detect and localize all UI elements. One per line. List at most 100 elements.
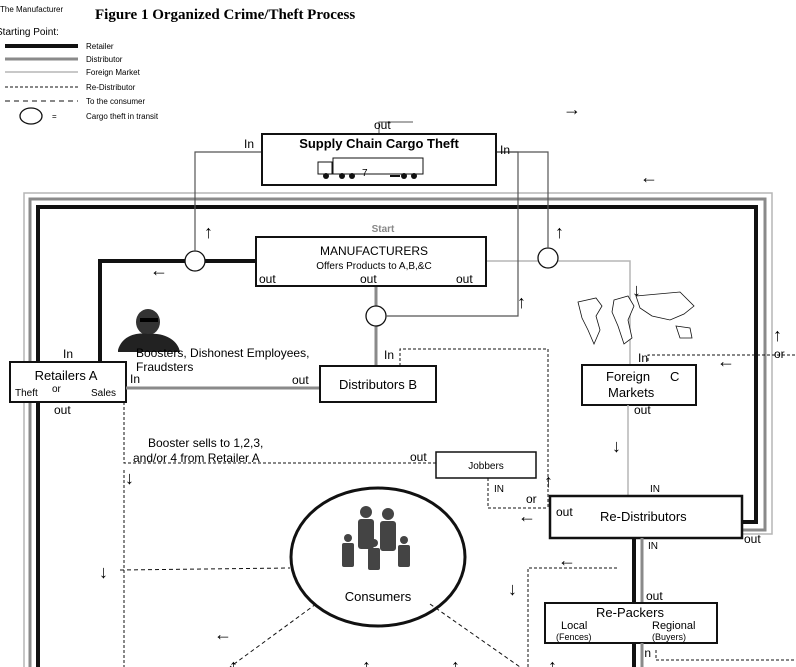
retailers-in-right: In <box>130 372 140 386</box>
foreign-in-dash <box>647 354 796 361</box>
arrow-left-redistrib: ← <box>558 550 576 570</box>
arrow-down-c: ↓ <box>632 280 641 300</box>
booster-sells-line-1: Booster sells to 1,2,3, <box>148 436 263 450</box>
repackers-in-dash <box>655 650 796 661</box>
repackers-regional: Regional <box>652 620 695 632</box>
retailers-box <box>9 361 127 403</box>
or-right-edge: or <box>774 347 785 361</box>
manufacturers-title: MANUFACTURERS <box>320 244 428 258</box>
mfr-out-right: out <box>456 272 473 286</box>
retailers-out: out <box>54 403 71 417</box>
redistributors-in-bottom: IN <box>648 541 658 552</box>
jobbers-box <box>435 451 537 479</box>
arrow-left-jobbers: ← <box>518 506 536 526</box>
arrow-up-bottom-3: ↑ <box>451 656 460 667</box>
legend-consumer-label: To the consumer <box>86 97 145 106</box>
consumer-ray-1 <box>229 603 317 667</box>
repackers-buyers: (Buyers) <box>652 632 686 642</box>
arrow-up-c: ↑ <box>555 222 564 242</box>
legend-circle-equals: = <box>52 112 57 121</box>
or-jobbers: or <box>526 492 537 506</box>
cargo-theft-circle-c-icon <box>537 247 559 269</box>
legend-distributor-label: Distributor <box>86 55 123 64</box>
retailers-theft: Theft <box>15 388 38 399</box>
world-map-icon <box>577 291 695 346</box>
legend-cargo-label: Cargo theft in transit <box>86 112 159 121</box>
redistributors-in-top: IN <box>650 484 660 495</box>
jobbers-dash <box>487 478 548 509</box>
legend: The Manufacturer Starting Point: Retaile… <box>0 5 159 125</box>
truck-mark: 7 <box>362 168 368 179</box>
arrow-up-bottom-4: ↑ <box>548 656 557 667</box>
arrow-left-right-edge: ← <box>717 351 735 371</box>
mfr-to-foreign-line <box>486 260 631 365</box>
distributors-box <box>319 365 437 403</box>
truck-icon <box>317 157 424 179</box>
retailers-or: or <box>52 384 62 395</box>
repackers-title: Re-Packers <box>596 605 664 620</box>
legend-heading-1: The Manufacturer <box>0 5 63 14</box>
legend-heading-2: Starting Point: <box>0 27 59 38</box>
arrow-left-a: ← <box>150 260 168 280</box>
legend-cargo-circle-icon <box>19 107 43 125</box>
manufacturers-subtitle: Offers Products to A,B,&C <box>316 261 431 272</box>
cargo-theft-circle-a-icon <box>184 250 206 272</box>
legend-retailer-label: Retailer <box>86 42 114 51</box>
repackers-box <box>544 602 718 644</box>
foreign-markets-box <box>581 364 697 406</box>
repackers-fences: (Fences) <box>556 632 592 642</box>
consumer-route-dash-a <box>119 567 291 571</box>
distributors-title: Distributors B <box>339 377 417 392</box>
booster-route-dash <box>123 402 436 464</box>
retailers-in: In <box>63 347 73 361</box>
consumer-ray-2 <box>429 603 521 667</box>
repackers-out: out <box>646 589 663 603</box>
foreign-title-1: Foreign <box>606 369 650 384</box>
foreign-title-2: Markets <box>608 385 655 400</box>
arrow-down-foreign: ↓ <box>612 436 621 456</box>
arrow-up-jobbers: ↑ <box>544 471 553 491</box>
supply-out: out <box>374 118 391 132</box>
supply-chain-title: Supply Chain Cargo Theft <box>299 136 459 151</box>
family-icon <box>342 506 410 570</box>
corner-arrow-2: ↓ <box>99 562 108 582</box>
cargo-feed-left <box>194 151 262 251</box>
arrow-up-bottom-1: ↑ <box>229 656 238 667</box>
outer-frame <box>23 192 773 667</box>
arrow-up-a: ↑ <box>204 222 213 242</box>
arrow-right-top: → <box>563 99 581 119</box>
corner-arrow-1: ↓ <box>125 468 134 488</box>
supply-in-right: In <box>500 143 510 157</box>
boosters-line-2: Fraudsters <box>136 360 193 374</box>
supply-in-left: In <box>244 137 254 151</box>
booster-figure-icon <box>118 309 180 352</box>
redistrib-consumer-dash <box>527 567 618 667</box>
boosters-line-1: Boosters, Dishonest Employees, <box>136 346 309 360</box>
repackers-in: In <box>641 646 651 660</box>
repackers-local: Local <box>561 620 587 632</box>
arrow-up-right-edge: ↑ <box>773 325 782 345</box>
redistributors-out-left: out <box>556 505 573 519</box>
distributors-out: out <box>292 373 309 387</box>
jobbers-title: Jobbers <box>468 461 504 472</box>
legend-foreign-label: Foreign Market <box>86 68 141 77</box>
legend-redistributor-label: Re-Distributor <box>86 83 136 92</box>
arrow-down-redistrib: ↓ <box>508 579 517 599</box>
retailers-title: Retailers A <box>35 368 98 383</box>
cargo-feed-middle <box>386 151 519 317</box>
foreign-in: In <box>638 351 648 365</box>
redistributors-box <box>548 494 744 540</box>
start-label: Start <box>372 224 395 235</box>
booster-sells-line-2: and/or 4 from Retailer A <box>133 451 260 465</box>
arrow-up-b: ↑ <box>517 292 526 312</box>
mfr-out-left: out <box>259 272 276 286</box>
arrow-up-bottom-2: ↑ <box>362 656 371 667</box>
redistributors-out-right: out <box>744 532 761 546</box>
supply-out-line <box>378 121 413 134</box>
cargo-theft-circle-b-icon <box>365 305 387 327</box>
redistrib-to-distributor-dash <box>399 348 549 508</box>
foreign-letter: C <box>670 369 679 384</box>
figure-title: Figure 1 Organized Crime/Theft Process <box>95 7 355 23</box>
foreign-out: out <box>634 403 651 417</box>
